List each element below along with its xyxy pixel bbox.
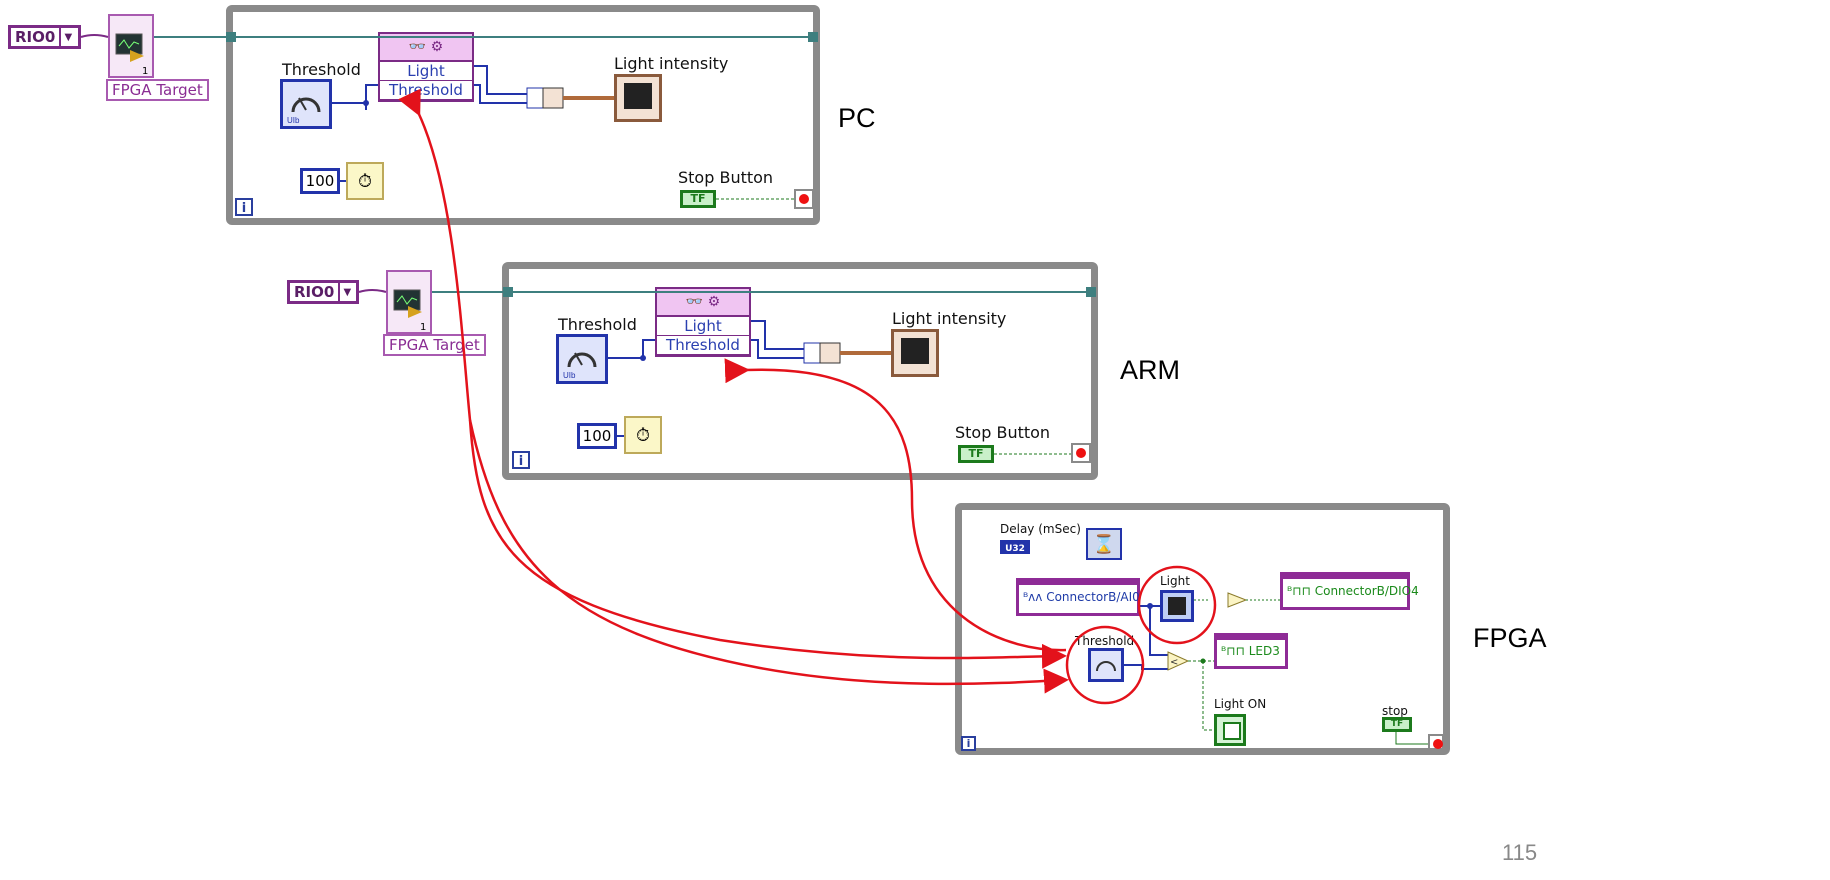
hourglass-icon: ⌛: [1086, 528, 1122, 560]
pc-resource-control[interactable]: RIO0 ▼: [8, 25, 81, 49]
fpga-threshold-highlight-circle: [1065, 625, 1145, 705]
fpga-led-output-node[interactable]: ᴮ⊓⊓ LED3: [1214, 633, 1288, 669]
property-node-header: 👓 ⚙: [380, 34, 472, 62]
fpga-threshold-label: Threshold: [1075, 634, 1135, 648]
pc-wires: [80, 32, 818, 200]
arm-resource-control[interactable]: RIO0 ▼: [287, 280, 359, 304]
fpga-loop-index-icon: i: [961, 736, 976, 751]
pc-bundle-arrow-icon: [542, 87, 564, 109]
reference-arrows: [398, 88, 1069, 694]
pc-bundle-node: [526, 87, 544, 109]
arm-section-label: ARM: [1120, 355, 1180, 385]
fpga-stop-label: stop: [1382, 704, 1408, 718]
fpga-loop-stop-icon[interactable]: [1428, 734, 1444, 750]
pc-wait-timer-icon: ⏱: [346, 162, 384, 200]
digital-output-channel: ConnectorB/DIO4: [1314, 584, 1419, 598]
pc-tunnel-right: [808, 32, 818, 42]
fpga-vi-icon: 1: [115, 33, 148, 77]
pc-threshold-to-fpga-arrow-2: [468, 419, 1069, 694]
pulse-icon: ᴮ⊓⊓: [1287, 584, 1315, 598]
fpga-light-indicator[interactable]: [1160, 590, 1194, 622]
fpga-light-highlight-circle: [1137, 565, 1217, 645]
arm-bundle-arrow-icon: [819, 342, 841, 364]
led-channel: LED3: [1248, 644, 1280, 658]
arm-resource-name: RIO0: [294, 283, 335, 301]
pc-fpga-target-label: FPGA Target: [106, 79, 209, 101]
arm-to-fpga-threshold-arrow: [724, 358, 1067, 652]
knob-icon: UIb: [287, 97, 321, 125]
fpga-wires: <: [1124, 592, 1428, 745]
knob-icon: [1096, 661, 1116, 672]
page-number: 115: [1502, 840, 1538, 865]
fpga-light-label: Light: [1160, 574, 1190, 588]
pc-light-intensity-label: Light intensity: [614, 54, 729, 73]
svg-text:1: 1: [142, 66, 148, 76]
analog-input-channel: ConnectorB/AI0: [1046, 590, 1140, 604]
pc-threshold-to-fpga-arrow: [398, 88, 1067, 669]
dropdown-arrow-icon[interactable]: ▼: [338, 283, 354, 301]
pc-wait-constant[interactable]: 100: [300, 168, 340, 194]
svg-text:UIb: UIb: [287, 116, 300, 125]
fpga-section-label: FPGA: [1473, 623, 1547, 653]
fpga-stop-terminal[interactable]: TF: [1382, 717, 1412, 732]
less-than-comparator-icon: [1167, 651, 1190, 671]
svg-text:<: <: [1170, 657, 1178, 668]
arm-tunnel-left: [503, 287, 513, 297]
arm-bundle-node: [803, 342, 821, 364]
pc-threshold-knob[interactable]: UIb: [280, 79, 332, 129]
not-gate-icon: [1227, 592, 1248, 608]
arm-loop-stop-icon[interactable]: [1071, 443, 1091, 463]
pc-prop-light[interactable]: Light: [380, 62, 472, 81]
pc-open-fpga-reference[interactable]: 1: [108, 14, 154, 78]
chart-screen-icon: [1168, 597, 1186, 615]
pc-tunnel-left: [226, 32, 236, 42]
dropdown-arrow-icon[interactable]: ▼: [59, 28, 75, 46]
fpga-light-on-indicator[interactable]: [1214, 714, 1246, 746]
pc-resource-name: RIO0: [15, 28, 56, 46]
pulse-icon: ᴮ⊓⊓: [1221, 644, 1249, 658]
fpga-threshold-knob[interactable]: [1088, 648, 1124, 682]
arm-tunnel-right: [1086, 287, 1096, 297]
pc-threshold-label: Threshold: [282, 60, 361, 79]
pc-loop-index-icon: i: [235, 198, 253, 216]
fpga-light-on-label: Light ON: [1214, 697, 1267, 711]
fpga-digital-output-node[interactable]: ᴮ⊓⊓ ConnectorB/DIO4: [1280, 572, 1419, 610]
led-square-icon: [1223, 722, 1241, 740]
